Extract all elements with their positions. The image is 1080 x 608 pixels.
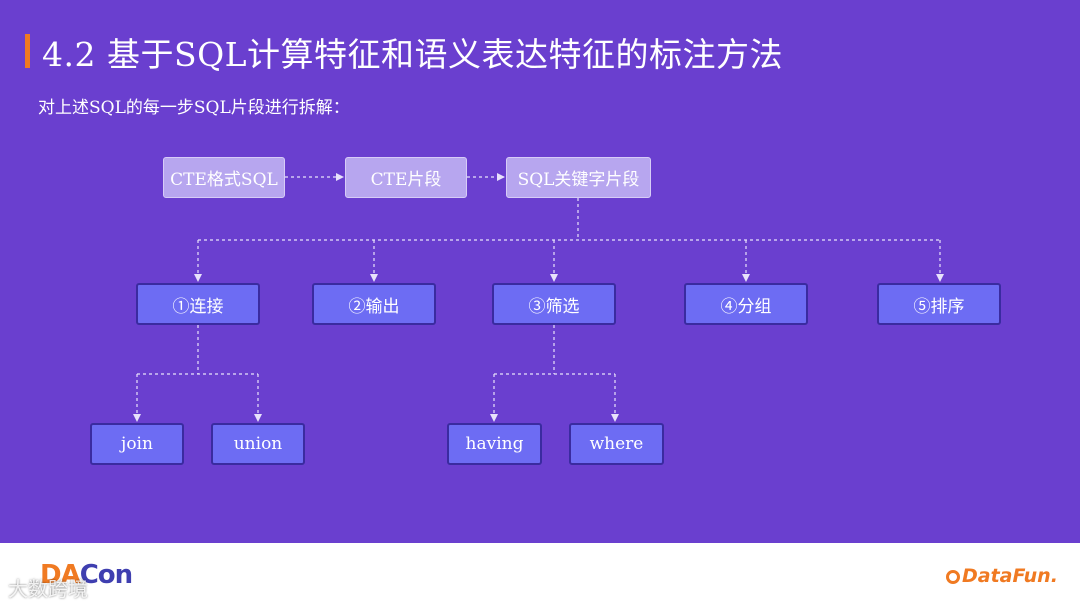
watermark-text: 大数跨境: [8, 577, 88, 601]
box-step-sort: ⑤排序: [877, 283, 1001, 325]
connector-lines: [133, 173, 944, 422]
box-step-join: ①连接: [136, 283, 260, 325]
box-cte-format-sql: CTE格式SQL: [163, 157, 285, 198]
datafun-logo: DataFun.: [946, 565, 1058, 587]
box-step-output: ②输出: [312, 283, 436, 325]
slide-title: 4.2 基于SQL计算特征和语义表达特征的标注方法: [42, 35, 784, 74]
footer-bar: [0, 543, 1080, 608]
slide-subtitle: 对上述SQL的每一步SQL片段进行拆解：: [38, 98, 350, 118]
box-having: having: [447, 423, 542, 465]
box-cte-fragment: CTE片段: [345, 157, 467, 198]
box-join: join: [90, 423, 184, 465]
box-union: union: [211, 423, 305, 465]
box-sql-keyword-fragment: SQL关键字片段: [506, 157, 651, 198]
box-step-filter: ③筛选: [492, 283, 616, 325]
title-accent-bar: [25, 34, 30, 68]
box-step-group: ④分组: [684, 283, 808, 325]
box-where: where: [569, 423, 664, 465]
dacon-logo: DACon: [40, 560, 133, 590]
datafun-mark-icon: [946, 570, 960, 584]
